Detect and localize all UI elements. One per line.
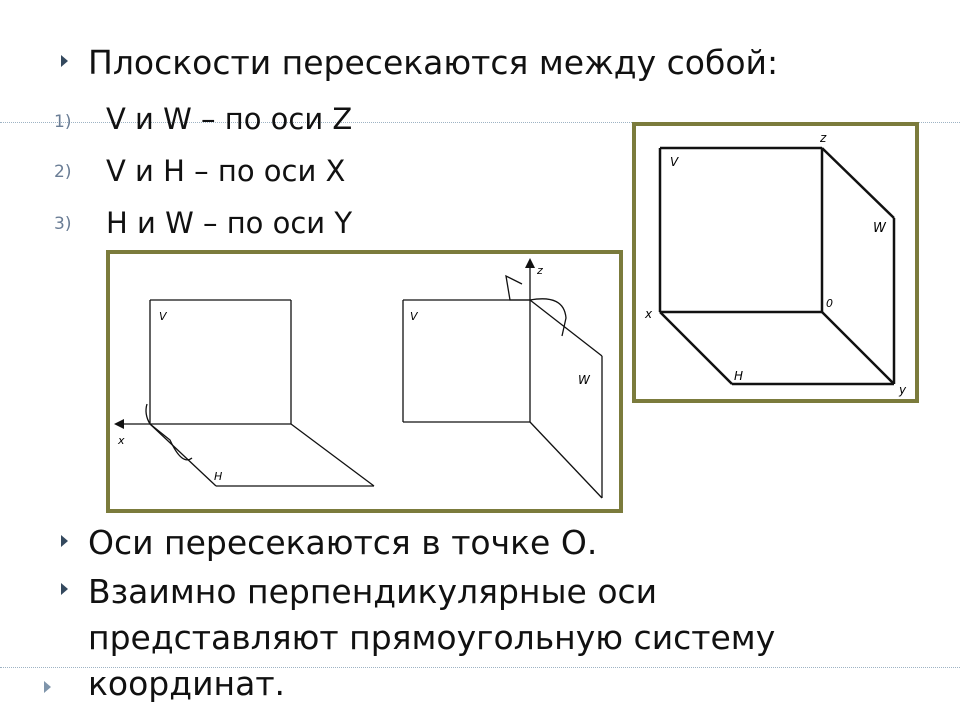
- bullet-planes-intersect: Плоскости пересекаются между собой:: [88, 43, 779, 82]
- list-item-vh-axis-x: V и H – по оси X: [106, 154, 346, 188]
- bullet-arrow-icon: [61, 583, 68, 595]
- h-plane-left-edge: [659, 311, 733, 385]
- a-axis-x-arrow-icon: [114, 419, 124, 429]
- axis-y-line: [821, 311, 895, 385]
- label-a-x: x: [117, 434, 125, 447]
- bullet-perpendicular-line-1: Взаимно перпендикулярные оси: [88, 572, 658, 611]
- list-item-hw-axis-y: H и W – по оси Y: [106, 206, 353, 240]
- b-w-top-edge: [529, 299, 603, 357]
- label-a-h: H: [214, 470, 222, 483]
- a-h-left-edge: [149, 423, 217, 487]
- figure-plane-pairs: V H x V W z: [106, 250, 623, 513]
- a-h-break-curve: [149, 423, 193, 461]
- label-b-v: V: [410, 310, 419, 323]
- w-plane-top-edge: [821, 147, 895, 219]
- list-number-2: 2): [54, 162, 72, 182]
- label-origin: 0: [826, 297, 833, 310]
- bullet-arrow-icon: [61, 55, 68, 67]
- label-z: z: [819, 131, 827, 145]
- divider-line-top: [0, 122, 960, 123]
- label-x: x: [644, 307, 653, 321]
- b-w-break-curve: [505, 274, 530, 301]
- b-v-break-curve: [529, 298, 567, 337]
- label-a-v: V: [159, 310, 168, 323]
- a-h-right-edge: [290, 423, 375, 487]
- divider-line-bottom: [0, 667, 960, 668]
- a-v-break-curve: [145, 403, 151, 425]
- label-b-w: W: [578, 373, 591, 387]
- list-number-1: 1): [54, 112, 72, 132]
- coordinate-box-drawing: z V W x 0 H y: [644, 131, 907, 397]
- label-w: W: [873, 221, 887, 236]
- label-b-z: z: [536, 264, 543, 277]
- b-axis-z-arrow-icon: [525, 258, 535, 268]
- label-v: V: [670, 155, 679, 169]
- nav-arrow-icon: [44, 681, 51, 693]
- bullet-perpendicular-line-3: координат.: [88, 664, 286, 703]
- figure-coordinate-box: z V W x 0 H y: [632, 122, 919, 403]
- plane-pairs-drawing: V H x V W z: [114, 258, 603, 499]
- bullet-axes-intersect: Оси пересекаются в точке О.: [88, 523, 598, 562]
- b-w-bottom-edge: [529, 421, 603, 499]
- bullet-arrow-icon: [61, 535, 68, 547]
- label-h: H: [734, 369, 743, 383]
- list-number-3: 3): [54, 214, 72, 234]
- label-y: y: [898, 383, 907, 397]
- bullet-perpendicular-line-2: представляют прямоугольную систему: [88, 618, 776, 657]
- list-item-vw-axis-z: V и W – по оси Z: [106, 102, 353, 136]
